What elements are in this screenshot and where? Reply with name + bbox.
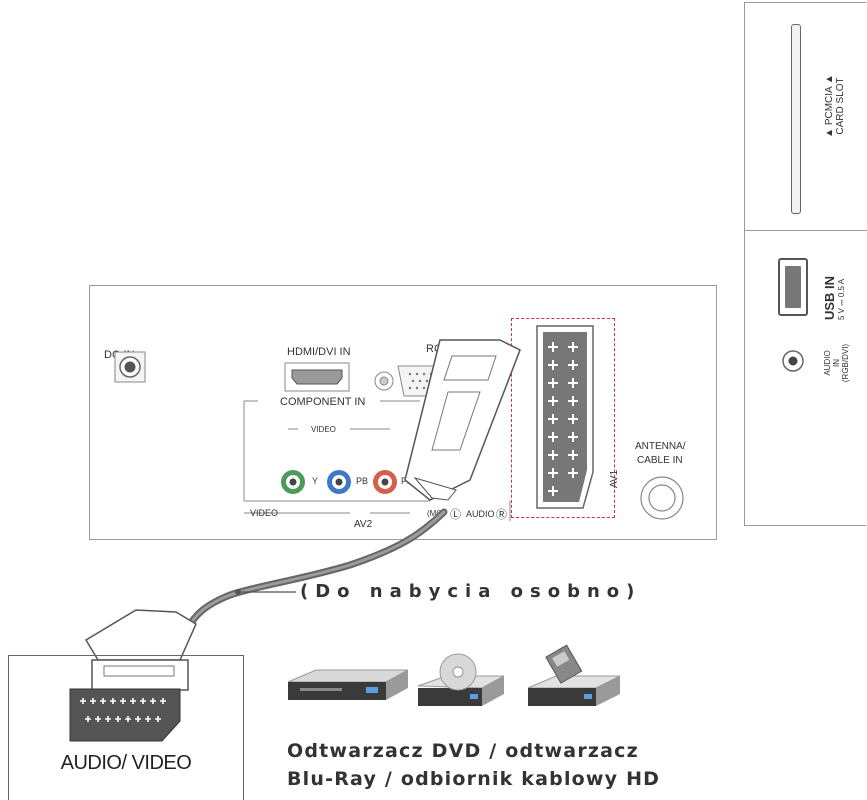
dc-in-jack	[114, 351, 146, 383]
dvd-player-icon	[287, 669, 409, 700]
scart-port	[536, 325, 594, 509]
side-panel-divider	[744, 230, 867, 231]
cable-box-icon	[527, 644, 621, 706]
component-jack-pr	[373, 470, 397, 494]
blu-ray-player-icon	[417, 653, 505, 706]
audio-l-label: Ⓛ	[450, 509, 461, 521]
device-box	[8, 655, 244, 800]
scart-plug-upper	[404, 339, 521, 501]
component-jack-pb	[327, 470, 351, 494]
antenna-jack	[640, 476, 684, 520]
devices-caption-line1: Odtwarzacz DVD / odtwarzacz	[287, 740, 639, 762]
usb-port	[778, 258, 808, 316]
devices-caption-line2: Blu-Ray / odbiornik kablowy HD	[287, 768, 661, 790]
audio-label: AUDIO	[466, 509, 495, 519]
antenna-label-line1: ANTENNA/	[635, 441, 686, 452]
jack-pb-label: PB	[356, 476, 369, 486]
video-bottom-label: VIDEO	[250, 508, 279, 518]
side-panel	[744, 2, 866, 526]
video-group-label: VIDEO	[311, 425, 336, 434]
component-frame	[243, 400, 511, 521]
hdmi-port	[284, 362, 350, 392]
device-box-label: AUDIO/ VIDEO	[60, 752, 192, 774]
component-jack-y	[281, 470, 305, 494]
hdmi-label: HDMI/DVI IN	[287, 346, 351, 358]
component-in-label: COMPONENT IN	[280, 396, 366, 408]
device-scart-socket	[69, 688, 181, 742]
scart-highlight-box	[511, 318, 615, 518]
scart-plug-lower	[84, 609, 197, 691]
antenna-label-line2: CABLE IN	[637, 455, 683, 466]
av2-label: AV2	[354, 519, 373, 530]
cable-note: (Do nabycia osobno)	[300, 581, 642, 602]
jack-y-label: Y	[312, 476, 319, 486]
audio-in-jack	[782, 350, 804, 372]
audio-r-label: Ⓡ	[496, 509, 507, 521]
mono-label: (MO	[427, 509, 443, 518]
pcmcia-card-slot	[791, 24, 801, 214]
